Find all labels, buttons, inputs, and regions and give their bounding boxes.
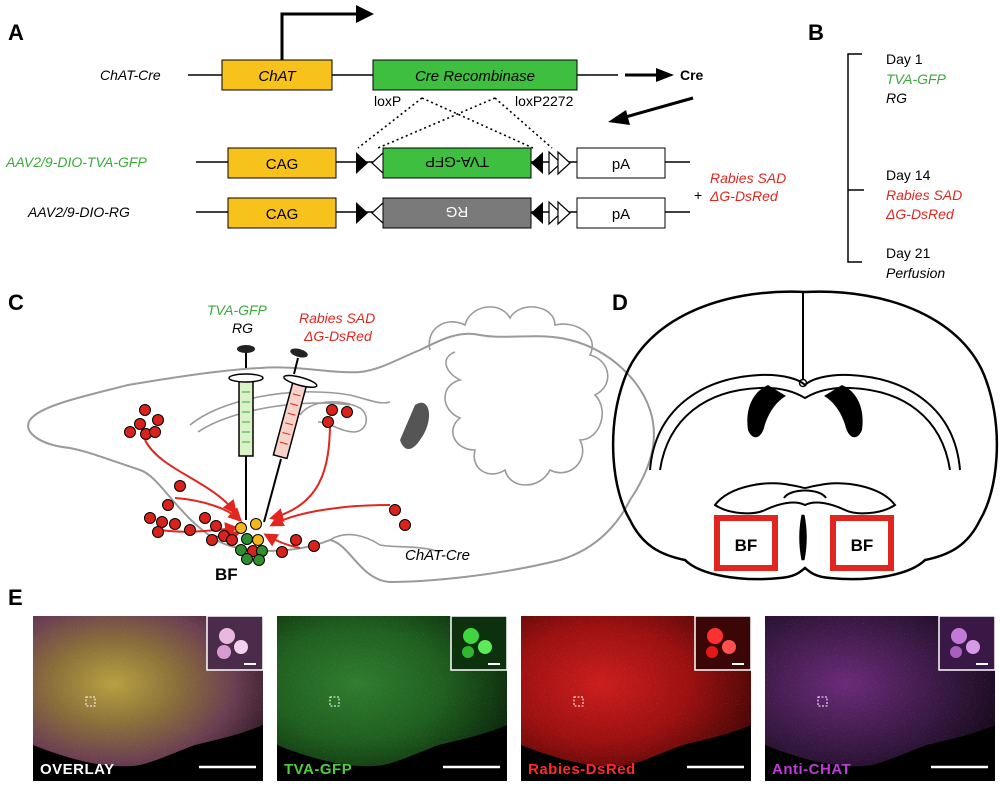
cre-output-arrowhead — [656, 68, 674, 82]
brainstem-outline — [329, 533, 441, 553]
panel-b-letter: B — [808, 20, 824, 45]
micrograph-overlay: OVERLAY — [33, 615, 264, 781]
right-lateral-ventricle — [824, 385, 863, 438]
panel-a: A ChAT-Cre ChAT Cre Recombinase Cre loxP… — [5, 5, 786, 229]
promoter-arrowhead — [356, 5, 374, 23]
pa-box-1 — [576, 147, 666, 179]
tva-gfp-micrograph-label: TVA-GFP — [284, 761, 352, 778]
lox-sites-right-2 — [531, 200, 571, 226]
day1-tva-gfp: TVA-GFP — [886, 71, 947, 87]
panel-e: E OVERLAY TVA-GFP — [8, 585, 996, 781]
cag-box-2 — [227, 197, 337, 229]
input-neurons — [124, 404, 411, 558]
bf-box-left — [714, 515, 778, 571]
syringe-rg-label: RG — [232, 320, 253, 336]
day14-label: Day 14 — [886, 167, 931, 183]
bf-label-right: BF — [851, 536, 874, 555]
cerebellum-folds — [428, 306, 609, 486]
left-lateral-ventricle — [747, 385, 786, 438]
third-ventricle-top — [783, 489, 827, 499]
timeline-bracket — [847, 53, 862, 263]
chat-gene-label: ChAT — [258, 68, 297, 85]
pa-box-2 — [576, 197, 666, 229]
cre-action-arrow — [621, 96, 694, 120]
cre-recombinase-label: Cre Recombinase — [415, 68, 535, 85]
cre-recombinase-box — [372, 59, 578, 91]
chat-cre-label: ChAT-Cre — [100, 67, 161, 83]
syringe-rabies-label: Rabies SAD — [299, 310, 375, 326]
ventricle-shading — [400, 402, 430, 449]
chat-gene-box — [221, 59, 333, 91]
day1-rg: RG — [886, 90, 907, 106]
loxp2272-label: loxP2272 — [515, 93, 574, 109]
plus-sign: + — [694, 187, 702, 203]
overlay-label: OVERLAY — [40, 761, 115, 778]
panel-b: B Day 1 TVA-GFP RG Day 14 Rabies SAD ΔG-… — [808, 20, 962, 281]
panel-e-letter: E — [8, 585, 23, 610]
panel-c: C — [8, 290, 655, 584]
pa-label-2: pA — [612, 206, 630, 223]
rg-box — [382, 197, 532, 229]
hippocampus-outline — [299, 401, 368, 433]
corpus-callosum-inner — [659, 386, 951, 471]
cre-output-label: Cre — [680, 67, 704, 83]
day14-dsred: ΔG-DsRed — [885, 206, 955, 222]
rabies-label-2: ΔG-DsRed — [709, 188, 779, 204]
syringe-tva — [228, 345, 264, 520]
micrograph-rabies-dsred: Rabies-DsRed — [521, 615, 752, 781]
lox-sites-left-1 — [356, 150, 385, 176]
bf-label-left: BF — [735, 536, 758, 555]
coronal-brain-outline — [611, 290, 999, 581]
starter-neurons — [226, 518, 268, 566]
cag-label-2: CAG — [266, 206, 299, 223]
bf-label-c: BF — [215, 565, 238, 584]
syringe-tva-label: TVA-GFP — [207, 302, 268, 318]
cag-box-1 — [227, 147, 337, 179]
micrograph-anti-chat: Anti-CHAT — [765, 615, 996, 781]
panel-d-letter: D — [612, 290, 628, 315]
panel-d: D BF BF — [611, 290, 999, 581]
cre-action-arrowhead — [608, 110, 630, 125]
corpus-callosum-coronal — [649, 373, 961, 471]
day21-label: Day 21 — [886, 245, 931, 261]
syringe-rabies — [263, 348, 318, 523]
bf-box-right — [830, 515, 894, 571]
pa-label-1: pA — [612, 156, 630, 173]
lox-sites-right-1 — [531, 150, 571, 176]
loxp-label: loxP — [374, 93, 401, 109]
sagittal-brain-outline — [27, 332, 655, 584]
input-arrows — [144, 421, 391, 549]
anti-chat-micrograph-label: Anti-CHAT — [772, 761, 851, 778]
third-ventricle — [799, 514, 807, 561]
aav-tva-gfp-label: AAV2/9-DIO-TVA-GFP — [5, 154, 147, 170]
syringe-dsred-label: ΔG-DsRed — [303, 328, 373, 344]
day21-perfusion: Perfusion — [886, 265, 945, 281]
rg-inverted-label: RG — [446, 203, 469, 220]
tva-gfp-inverted-label: TVA-GFP — [425, 153, 489, 170]
lox-sites-left-2 — [356, 200, 385, 226]
day1-label: Day 1 — [886, 51, 923, 67]
panel-a-letter: A — [8, 20, 24, 45]
corpus-callosum — [189, 391, 391, 433]
inversion-dotted-lines — [357, 97, 553, 149]
subcortical-outline — [713, 482, 897, 515]
micrograph-tva-gfp: TVA-GFP — [277, 615, 508, 781]
rabies-label-1: Rabies SAD — [710, 170, 786, 186]
dsred-micrograph-label: Rabies-DsRed — [528, 761, 636, 778]
aav-rg-label: AAV2/9-DIO-RG — [27, 204, 130, 220]
chat-cre-mouse-label: ChAT-Cre — [405, 547, 470, 564]
promoter-arrow — [280, 12, 360, 60]
panel-c-letter: C — [8, 290, 24, 315]
cag-label-1: CAG — [266, 156, 299, 173]
day14-rabies: Rabies SAD — [886, 187, 962, 203]
